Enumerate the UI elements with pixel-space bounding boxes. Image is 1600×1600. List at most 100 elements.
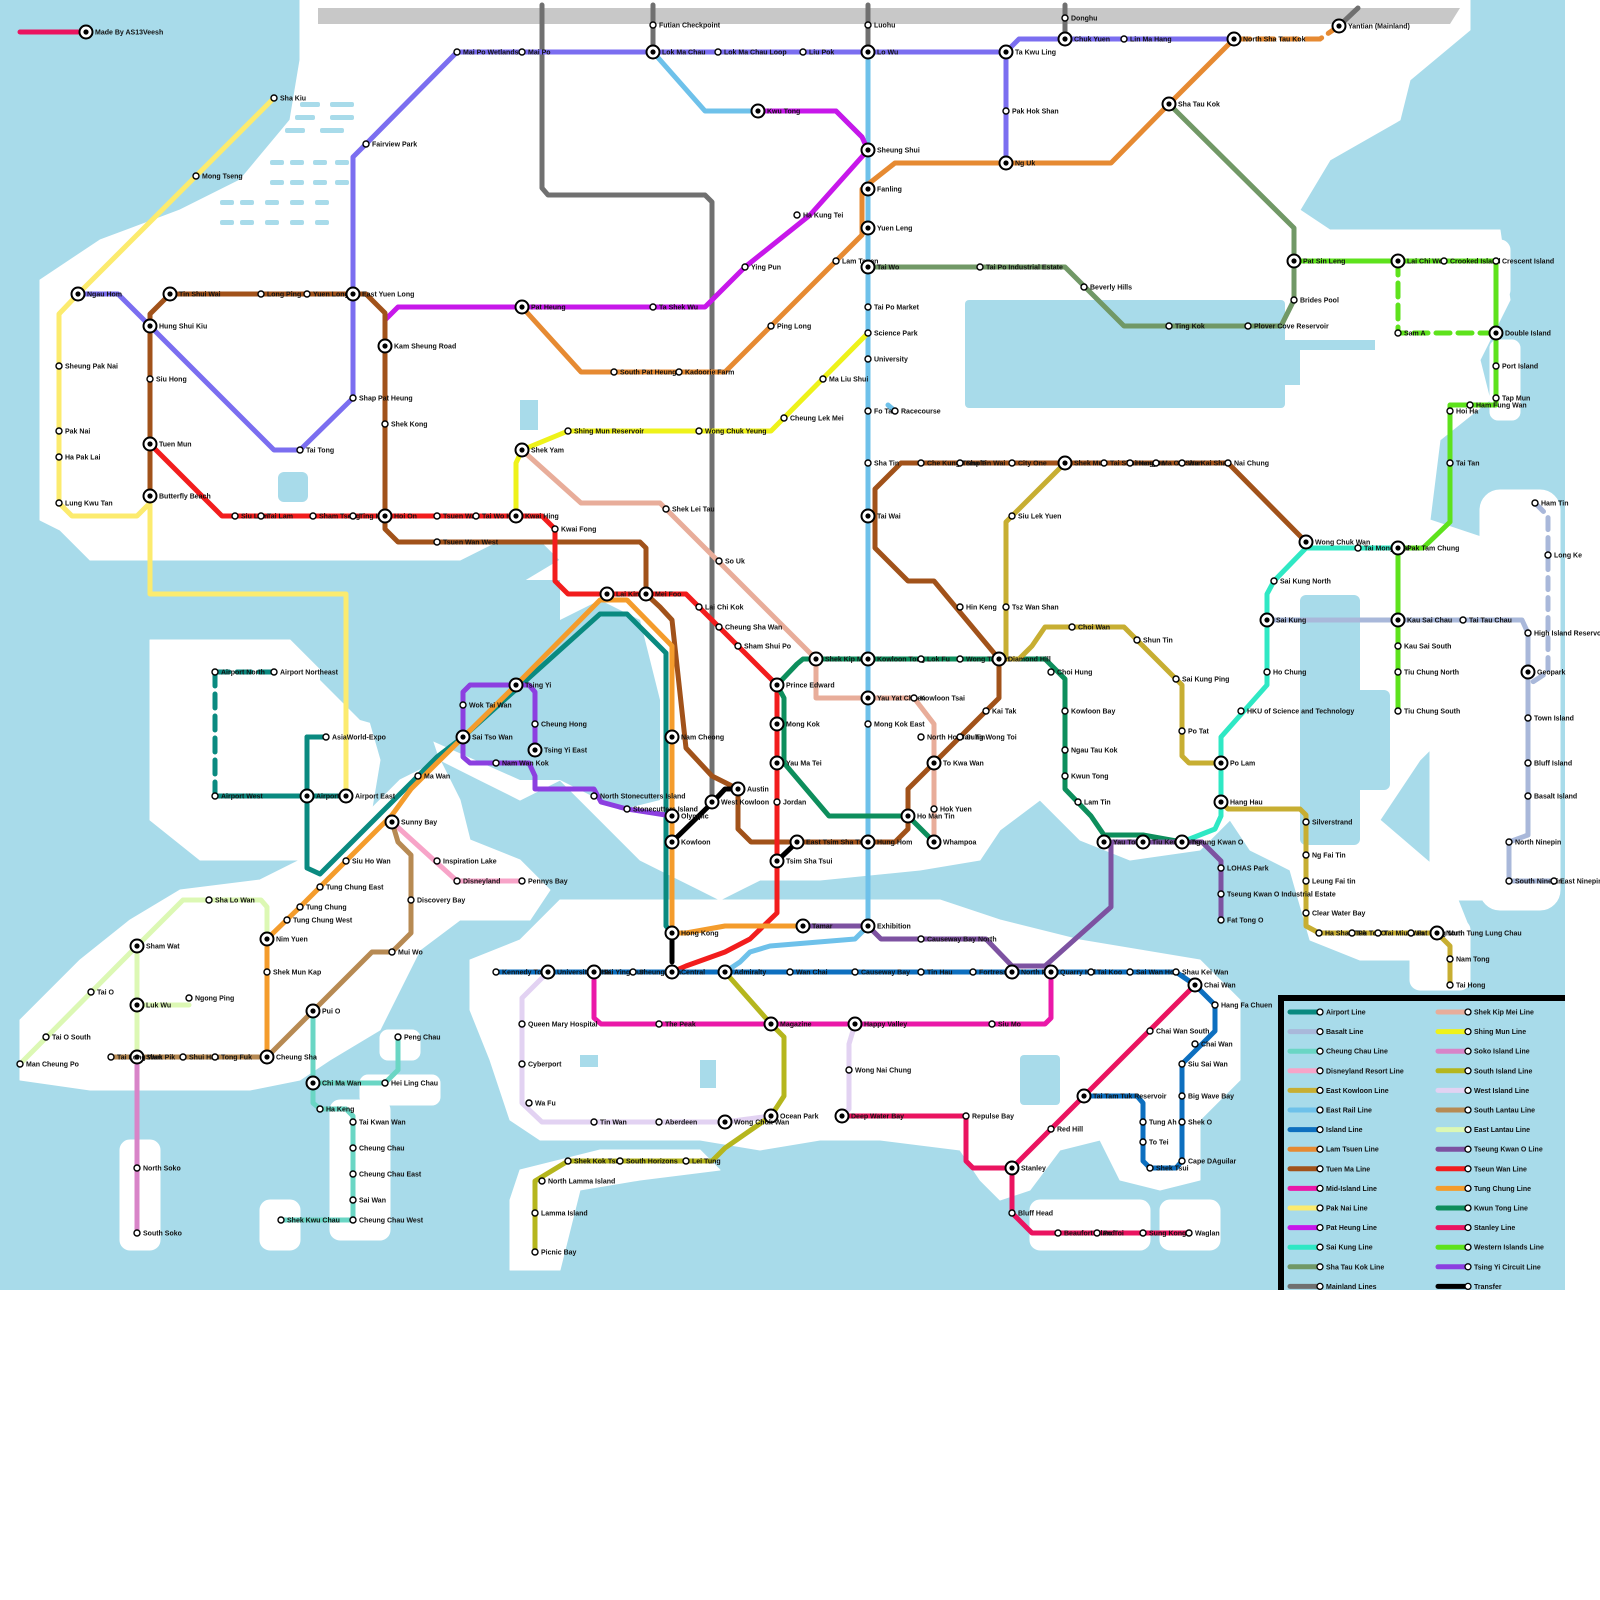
- station[interactable]: Wong Nai Chung: [846, 1067, 911, 1075]
- station[interactable]: Po Toi: [1094, 1230, 1124, 1238]
- station[interactable]: Shek Kwu Chau: [278, 1217, 340, 1225]
- station-label: Ham Fung Wan: [1476, 403, 1527, 410]
- station[interactable]: Ham Fung Wan: [1467, 402, 1527, 410]
- station-label: Cheung Sha: [276, 1055, 317, 1062]
- station[interactable]: Cheung Sha Wan: [716, 624, 782, 632]
- station[interactable]: Fairview Park: [363, 141, 417, 149]
- station[interactable]: Tung Chung West: [284, 917, 353, 925]
- station-label: Mui Wo: [398, 950, 423, 957]
- station[interactable]: Sham Shui Po: [735, 643, 791, 651]
- station[interactable]: Mai Po Wetlands: [454, 49, 519, 57]
- station[interactable]: Futian Checkpoint: [650, 22, 721, 30]
- station-label: Sai Kung North: [1280, 579, 1331, 586]
- station[interactable]: Tsz Wan Shan: [1003, 604, 1059, 612]
- station-marker: [892, 408, 898, 414]
- station[interactable]: Shau Kei Wan: [1173, 969, 1228, 977]
- station-label: Magazine: [780, 1022, 812, 1029]
- station-label: Ngong Ping: [195, 996, 234, 1003]
- station-marker: [1069, 624, 1075, 630]
- station[interactable]: So Uk: [716, 558, 745, 566]
- station[interactable]: Sai Kung Ping: [1173, 676, 1229, 684]
- station[interactable]: Clear Water Bay: [1303, 910, 1366, 918]
- station[interactable]: Man Cheung Po: [17, 1061, 79, 1069]
- station[interactable]: Ngau Tau Kok: [1062, 747, 1118, 755]
- station[interactable]: To Tei: [1140, 1139, 1169, 1147]
- station[interactable]: Cape DAguilar: [1179, 1158, 1237, 1166]
- interchange-dot: [839, 1113, 844, 1118]
- station[interactable]: AsiaWorld-Expo: [323, 734, 386, 742]
- station[interactable]: North Ninepin: [1506, 839, 1561, 847]
- station-marker: [1055, 1230, 1061, 1236]
- station-label: Kam Sheung Road: [394, 344, 456, 351]
- station[interactable]: Mong Kok East: [865, 721, 925, 729]
- station[interactable]: High Island Reservoir: [1525, 630, 1600, 638]
- station[interactable]: Sung Wong Toi: [957, 734, 1017, 742]
- station-marker: [957, 734, 963, 740]
- station[interactable]: Plover Cove Reservoir: [1245, 323, 1329, 331]
- station[interactable]: Kadoorie Farm: [676, 369, 734, 377]
- station[interactable]: Kau Sai South: [1395, 643, 1451, 651]
- station[interactable]: Shing Mun Reservoir: [565, 428, 644, 436]
- station[interactable]: Nam Wan Kok: [493, 760, 549, 768]
- station[interactable]: HKU of Science and Technology: [1238, 708, 1354, 716]
- station[interactable]: Tsuen Wan West: [434, 539, 499, 547]
- station[interactable]: Hei Ling Chau: [382, 1080, 438, 1088]
- station[interactable]: Wa Fu: [526, 1100, 556, 1108]
- station[interactable]: Causeway Bay: [852, 969, 910, 977]
- station[interactable]: South Horizons: [617, 1158, 678, 1166]
- station[interactable]: Cheung Lek Mei: [781, 415, 844, 423]
- station[interactable]: Kowloon Tsai: [911, 695, 965, 703]
- station[interactable]: South Pat Heung: [611, 369, 676, 377]
- station[interactable]: Inspiration Lake: [434, 858, 497, 866]
- station-label: Clear Water Bay: [1312, 911, 1366, 918]
- legend-marker: [1465, 1009, 1471, 1015]
- station[interactable]: Cheung Chau: [350, 1145, 405, 1153]
- station[interactable]: Shap Pat Heung: [350, 395, 413, 403]
- station[interactable]: Tseung Kwan O Industrial Estate: [1218, 891, 1336, 899]
- station[interactable]: Big Wave Bay: [1179, 1093, 1234, 1101]
- station[interactable]: Wong Chuk Yeung: [696, 428, 767, 436]
- station[interactable]: Cheung Hong: [532, 721, 587, 729]
- station[interactable]: Sai Kung North: [1271, 578, 1331, 586]
- station[interactable]: Tung Chung East: [317, 884, 384, 892]
- station[interactable]: Tiu Chung South: [1395, 708, 1460, 716]
- station-marker: [1179, 1061, 1185, 1067]
- station[interactable]: Tai Long Wan: [108, 1054, 162, 1062]
- station-label: Made By AS13Veesh: [95, 30, 163, 37]
- station[interactable]: Lok Ma Chau Loop: [715, 49, 787, 57]
- station-label: Cape DAguilar: [1188, 1159, 1237, 1166]
- station[interactable]: Cheung Chau East: [350, 1171, 422, 1179]
- legend-label: Basalt Line: [1326, 1029, 1363, 1036]
- station[interactable]: Queen Mary Hospital: [519, 1021, 598, 1029]
- station[interactable]: Cheung Chau West: [350, 1217, 424, 1225]
- station[interactable]: Sheung Pak Nai: [56, 363, 118, 371]
- legend-marker: [1465, 1264, 1471, 1270]
- station[interactable]: North Lamma Island: [539, 1178, 615, 1186]
- station[interactable]: Hang Fa Chuen: [1212, 1002, 1272, 1010]
- station[interactable]: Chai Wan South: [1147, 1028, 1209, 1036]
- station[interactable]: Causeway Bay North: [918, 936, 997, 944]
- station[interactable]: Discovery Bay: [408, 897, 465, 905]
- station[interactable]: Tai O: [88, 989, 115, 997]
- station-label: Shek O: [1188, 1120, 1213, 1127]
- station[interactable]: Lung Kwu Tan: [56, 500, 113, 508]
- station[interactable]: Pak Hok Shan: [1003, 108, 1059, 116]
- station[interactable]: Tiu Chung North: [1395, 669, 1459, 677]
- station-label: Lok Ma Chau: [662, 50, 706, 57]
- station[interactable]: Airport Northeast: [271, 669, 339, 677]
- station-marker: [650, 304, 656, 310]
- station[interactable]: Shek Kok Tsui: [565, 1158, 622, 1166]
- station[interactable]: Shek Mun Kap: [264, 969, 321, 977]
- station-marker: [1192, 1041, 1198, 1047]
- station[interactable]: Tai Po Market: [865, 304, 920, 312]
- station[interactable]: Crooked Island: [1441, 258, 1501, 266]
- station[interactable]: Tai Kwan Wan: [350, 1119, 406, 1127]
- station[interactable]: North Stonecutters Island: [591, 793, 686, 801]
- legend-marker: [1317, 1146, 1323, 1152]
- station[interactable]: Crescent Island: [1493, 258, 1554, 266]
- interchange-dot: [147, 323, 152, 328]
- station[interactable]: Lamma Island: [532, 1210, 588, 1218]
- station[interactable]: Stonecutters Island: [624, 806, 698, 814]
- station[interactable]: Kowloon Bay: [1062, 708, 1115, 716]
- station[interactable]: Tai Po Industrial Estate: [977, 264, 1063, 272]
